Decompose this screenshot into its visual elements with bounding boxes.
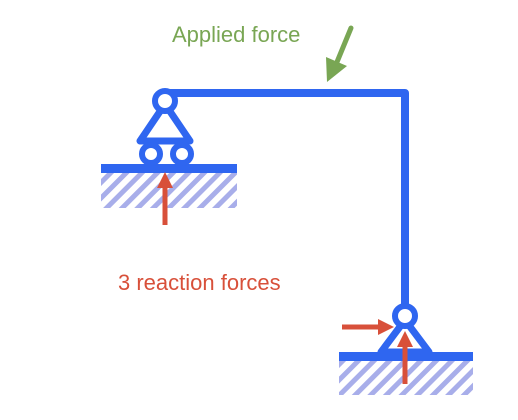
reaction-forces-label: 3 reaction forces [118, 270, 281, 295]
roller-wheel-left [139, 142, 163, 166]
left-ground-hatch [101, 172, 237, 208]
roller-pin-joint [152, 88, 178, 114]
pin-joint [392, 303, 418, 329]
applied-force-arrow [326, 25, 354, 82]
pin-vertical-reaction-head [397, 331, 413, 347]
roller-wheel-right [170, 142, 194, 166]
roller-vertical-reaction-head [157, 172, 173, 188]
reaction-force-arrows [157, 172, 413, 384]
left-ground-line [101, 164, 237, 173]
left-ground [101, 164, 237, 208]
pin-horizontal-reaction-head [378, 319, 394, 335]
frame-member [161, 89, 409, 319]
applied-force-head [326, 57, 347, 82]
roller-support-triangle [136, 100, 194, 145]
applied-force-shaft [334, 25, 354, 65]
applied-force-label: Applied force [172, 22, 300, 47]
roller-support [136, 88, 194, 166]
